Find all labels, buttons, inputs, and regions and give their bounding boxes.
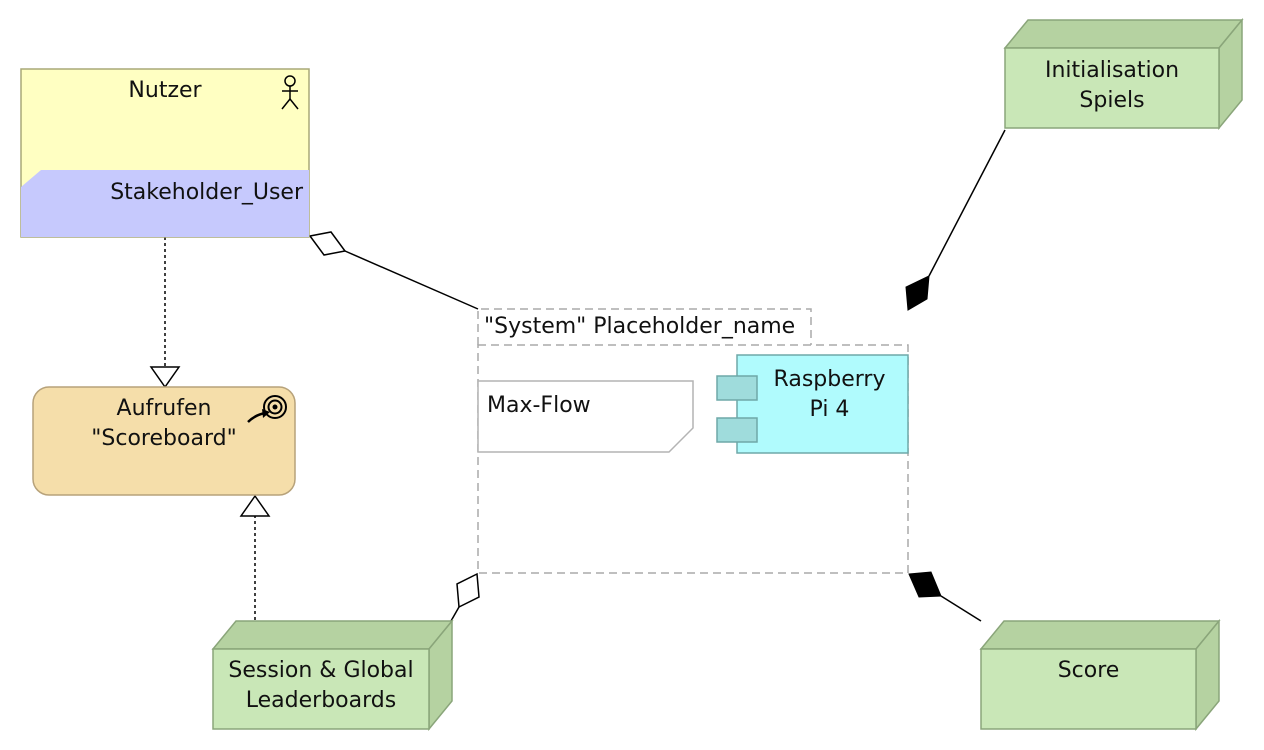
composition-diamond: [905, 275, 930, 311]
aggregation-diamond: [456, 572, 480, 609]
node-initialisation-spiels[interactable]: [1003, 17, 1244, 131]
realization-arrowhead: [149, 366, 181, 389]
composition-diamond: [908, 571, 942, 598]
component-port: [716, 375, 758, 401]
connector-leaderboards-to-goal[interactable]: [239, 494, 271, 620]
goal-target-icon: [247, 395, 287, 423]
node-score[interactable]: [979, 618, 1221, 732]
actor-icon: [281, 75, 299, 110]
node-session-global-leaderboards[interactable]: [211, 618, 454, 732]
function-max-flow[interactable]: [477, 380, 694, 453]
component-raspberry-pi[interactable]: [716, 354, 909, 454]
stakeholder-role-label: Stakeholder_User: [110, 180, 303, 205]
node-label-score: Score: [1057, 658, 1120, 683]
actor-name-label: Nutzer: [128, 78, 202, 103]
system-group[interactable]: [477, 308, 909, 574]
function-label: Max-Flow: [487, 393, 591, 418]
connector-init-to-system[interactable]: [905, 129, 1006, 311]
actor-nutzer[interactable]: [20, 68, 310, 238]
aggregation-diamond: [308, 231, 347, 256]
stakeholder-role-band: [21, 170, 309, 237]
node-label-init: Initialisation Spiels: [1044, 58, 1180, 113]
system-group-label: "System" Placeholder_name: [484, 314, 796, 339]
connector-leaderboards-to-system[interactable]: [450, 572, 480, 622]
connector-role-to-system[interactable]: [308, 231, 479, 310]
node-label-leaderboards: Session & Global Leaderboards: [228, 658, 414, 713]
connector-actor-to-goal[interactable]: [149, 237, 181, 389]
component-port: [716, 417, 758, 443]
component-label: Raspberry Pi 4: [773, 367, 886, 422]
goal-aufrufen-scoreboard[interactable]: [32, 386, 296, 496]
realization-arrowhead: [239, 494, 271, 517]
connector-score-to-system[interactable]: [908, 571, 982, 622]
goal-label: Aufrufen "Scoreboard": [91, 396, 237, 451]
